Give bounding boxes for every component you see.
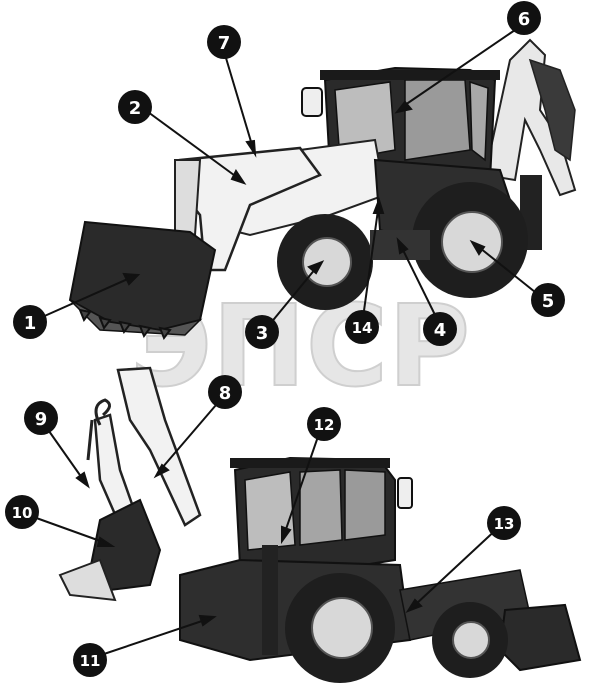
loader-rear-view [58, 366, 582, 683]
callout-9: 9 [24, 401, 58, 435]
callout-5: 5 [531, 283, 565, 317]
callout-3: 3 [245, 315, 279, 349]
callout-label-10: 10 [12, 504, 33, 522]
callout-6: 6 [507, 1, 541, 35]
callout-label-7: 7 [218, 33, 231, 54]
loader-front-view [68, 38, 577, 341]
callout-10: 10 [5, 495, 39, 529]
callout-label-8: 8 [219, 383, 232, 404]
callout-label-14: 14 [352, 319, 373, 337]
callout-label-13: 13 [494, 515, 515, 533]
callout-label-11: 11 [80, 652, 101, 670]
callout-14: 14 [345, 310, 379, 344]
callout-label-3: 3 [256, 323, 269, 344]
callout-12: 12 [307, 407, 341, 441]
callout-label-4: 4 [434, 320, 447, 341]
callout-label-9: 9 [35, 409, 48, 430]
callout-label-1: 1 [24, 313, 37, 334]
callout-7: 7 [207, 25, 241, 59]
callout-label-2: 2 [129, 98, 142, 119]
callout-label-5: 5 [542, 291, 555, 312]
callout-label-6: 6 [518, 9, 531, 30]
callout-4: 4 [423, 312, 457, 346]
leader-lines [27, 29, 546, 659]
callout-13: 13 [487, 506, 521, 540]
callout-1: 1 [13, 305, 47, 339]
callout-8: 8 [208, 375, 242, 409]
callout-11: 11 [73, 643, 107, 677]
callout-2: 2 [118, 90, 152, 124]
callout-label-12: 12 [314, 416, 335, 434]
